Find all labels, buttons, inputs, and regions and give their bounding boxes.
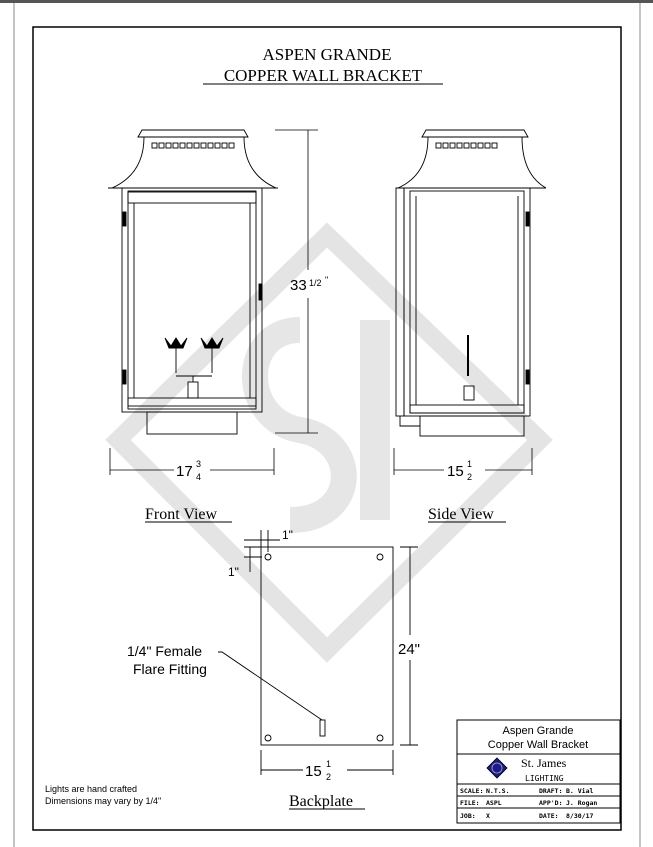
side-width-dimension: [393, 448, 533, 475]
tb-appd: J. Rogan: [566, 799, 597, 807]
tb-scale-label: SCALE:: [460, 787, 483, 795]
tb-draft-label: DRAFT:: [539, 787, 562, 795]
fitting-label-line2: Flare Fitting: [133, 661, 207, 677]
drawing-title-line2: COPPER WALL BRACKET: [224, 66, 423, 85]
tb-company-sub: LIGHTING: [525, 774, 564, 783]
side-view-label: Side View: [428, 506, 494, 523]
st-james-logo: [486, 757, 508, 779]
tb-scale: N.T.S.: [486, 787, 509, 795]
drawing-border: [32, 26, 622, 831]
front-width-value: 17: [176, 463, 193, 480]
drawing-title-line1: ASPEN GRANDE: [263, 45, 392, 64]
side-width-frac-num: 1: [467, 459, 472, 469]
tb-date-label: DATE:: [539, 812, 559, 820]
title-block: [456, 719, 621, 824]
backplate-offset-x: 1": [282, 528, 293, 542]
tb-job: X: [486, 812, 490, 820]
tb-draft: B. Vial: [566, 787, 593, 795]
side-view-drawing: [395, 129, 547, 437]
tb-product-line2: Copper Wall Bracket: [488, 739, 588, 751]
fitting-label-line1: 1/4" Female: [127, 643, 202, 659]
tb-appd-label: APP'D:: [539, 799, 562, 807]
note-hand-crafted: Lights are hand crafted: [45, 784, 137, 794]
tb-file: ASPL: [486, 799, 502, 807]
backplate-offset-y: 1": [228, 565, 239, 579]
front-view-label: Front View: [145, 506, 218, 523]
backplate-width-frac-num: 1: [326, 759, 331, 769]
tb-job-label: JOB:: [460, 812, 476, 820]
vent-holes: [151, 142, 235, 149]
front-width-frac-num: 3: [196, 459, 201, 469]
front-height-frac: 1/2: [309, 278, 322, 288]
tb-file-label: FILE:: [460, 799, 480, 807]
front-width-frac-den: 4: [196, 472, 201, 482]
side-width-value: 15: [447, 463, 464, 480]
front-height-dimension: [275, 129, 318, 434]
tb-date: 8/30/17: [566, 812, 593, 820]
backplate-drawing: [218, 530, 418, 775]
front-width-dimension: [109, 448, 275, 475]
watermark-logo: [105, 222, 553, 663]
front-view-drawing: [108, 129, 278, 435]
top-bar: [0, 0, 653, 3]
backplate-label: Backplate: [289, 793, 353, 810]
tb-product-line1: Aspen Grande: [503, 725, 574, 737]
note-dimensions: Dimensions may vary by 1/4": [45, 796, 161, 806]
inch-mark: ": [325, 275, 328, 285]
tb-company: St. James: [521, 756, 567, 770]
backplate-width-value: 15: [305, 763, 322, 780]
side-width-frac-den: 2: [467, 472, 472, 482]
backplate-width-frac-den: 2: [326, 772, 331, 782]
front-height-value: 33: [290, 277, 307, 294]
backplate-height-value: 24": [398, 641, 420, 658]
